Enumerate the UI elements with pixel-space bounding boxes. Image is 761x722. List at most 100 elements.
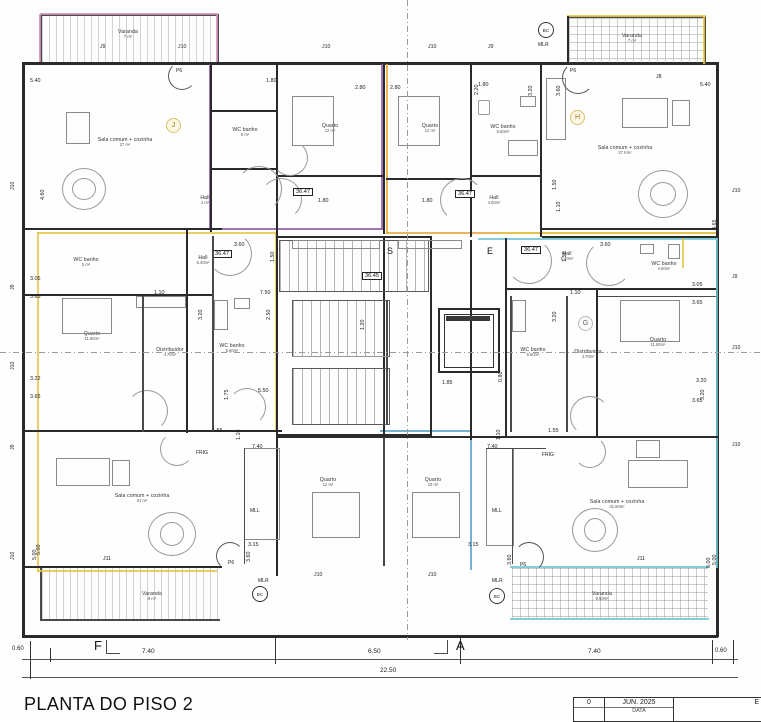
window-tag-top-j10-c: J10 [428, 44, 437, 50]
wall-h-left-bot [22, 566, 222, 568]
dim-right-320: 3.20 [696, 378, 707, 384]
marker-yellow-strip-b [682, 238, 684, 268]
room-label-name: Quarto [319, 477, 337, 483]
wall-top-band [22, 62, 222, 64]
room-top-right-varanda: Varanda 7 m² [622, 33, 642, 44]
room-label-name: Quarto [83, 331, 101, 337]
furniture-chairs-tl [72, 178, 96, 200]
furniture-kitchen-bl [244, 448, 280, 540]
furniture-chairs-bl [160, 522, 184, 546]
dim-c-360-right: 3.60 [600, 242, 611, 248]
dim-tick-3 [275, 638, 276, 664]
room-top-center-wc: WC banho 5.60m² [490, 124, 515, 135]
window-tag-top-j9-a: J9 [100, 44, 106, 50]
room-label-area: 10 m² [427, 482, 439, 488]
apartment-marker-g: G [578, 316, 593, 331]
dim-c-185: 1.85 [442, 380, 453, 386]
marker-cyan-right-h [478, 238, 718, 240]
wall-h-right-unit [542, 228, 716, 230]
balcony-top-left-edge-l [40, 14, 42, 64]
room-top-left-wc: WC banho 5 m² [232, 127, 258, 138]
dim-bottom-060-right: 0.60 [715, 648, 727, 654]
furniture-bed-tc-2 [398, 96, 440, 146]
furniture-sofa-br [628, 460, 688, 488]
room-label-name: Hall [200, 195, 210, 201]
elevation-stairs: 36.45 [362, 272, 382, 280]
room-label-area: 6.40m² [196, 260, 210, 266]
room-label-area: 31 m² [136, 498, 148, 504]
mlr-tag-top-right: MLR [538, 42, 549, 48]
dim-left-305: 3.05 [30, 276, 41, 282]
room-label-name: WC banho [232, 127, 258, 133]
wall-v-470 [470, 62, 472, 237]
dim-c-155-right: 1.55 [548, 428, 559, 434]
window-tag-right-j10-b: J10 [732, 345, 741, 351]
wall-ml-q-v [142, 296, 144, 432]
marker-cyan-balcony-br-b [510, 618, 709, 620]
dim-top-180-b: 1.80 [422, 198, 433, 204]
dim-left-322: 3.22 [30, 376, 41, 382]
apartment-letter: G [582, 320, 589, 327]
wall-mr-wc-v2 [566, 296, 568, 432]
dim-c-110-br: 1.10 [496, 429, 502, 441]
dim-c-155: 1.55 [212, 428, 223, 434]
wall-h-top-rooms [276, 175, 384, 177]
room-bottom-left-varanda: Varanda 8 m² [142, 591, 162, 602]
wall-br-kitchen-h [486, 448, 546, 450]
dim-c-320-right: 3.20 [552, 311, 558, 323]
revision-label [574, 707, 604, 708]
dim-c-750: 7.50 [260, 290, 271, 296]
room-label-area: 7 m² [627, 38, 637, 44]
room-mid-left-distribuidor: Distribuidor 4.70m² [156, 347, 184, 358]
dim-chain-line-1 [22, 659, 738, 660]
window-tag-bottom-j10-b: J10 [428, 572, 437, 578]
room-label-area: 5 m² [81, 262, 91, 268]
balcony-top-left-edge-r [217, 14, 219, 64]
furniture-table-bl [148, 512, 196, 556]
window-tag-top-j10-a: J10 [178, 44, 187, 50]
lift-shaft-right [498, 308, 500, 372]
stair-landing-edge [292, 356, 388, 357]
marker-blue-bottom-v [470, 380, 472, 570]
furniture-table-tr [638, 170, 688, 218]
room-bottom-right-varanda: Varanda 9.50m² [592, 591, 612, 602]
window-tag-top-j8: J8 [656, 74, 662, 80]
dim-left-365: 3.65 [30, 294, 41, 300]
room-label-area: 8 m² [147, 596, 157, 602]
fixture-wc-tc-toilet [478, 100, 490, 115]
window-tag-right-j9: J9 [732, 274, 738, 280]
room-label-name: WC banho [219, 343, 245, 349]
room-mid-right-quarto: Quarto 11.50m² [649, 337, 667, 348]
wall-h-tl-wc2 [212, 110, 276, 112]
room-label-area: 12 m² [322, 482, 334, 488]
furniture-sofa-bl-2 [112, 460, 130, 486]
dim-bottom-650: 6.50 [368, 648, 381, 655]
plan-caption: PLANTA DO PISO 2 [24, 694, 194, 714]
frig-tag-br: FRIG [542, 452, 554, 458]
lift-shaft-top [438, 308, 500, 310]
window-tag-top-j10-b: J10 [322, 44, 331, 50]
marker-yellow-balcony-tr-right [703, 16, 705, 64]
marker-purple-horizontal [210, 228, 383, 230]
stair-landing-top-left [292, 240, 380, 249]
dim-c-120: 1.20 [360, 319, 366, 331]
wall-v-567 [567, 16, 569, 64]
room-label-area: 7 m² [123, 34, 133, 40]
dim-c-550: 5.50 [258, 388, 269, 394]
marker-yellow-left-v [37, 232, 39, 572]
door-arc-ml-3 [228, 388, 266, 426]
room-label-name: Varanda [118, 29, 138, 35]
furniture-bed-ml [62, 298, 112, 334]
dim-top-v-150: 1.50 [552, 179, 558, 191]
room-bottom-right-sala: Sala comum + cozinha 31.60m² [590, 499, 645, 510]
bc-circle-bottom-right: BC [489, 588, 505, 604]
fixture-wc-ml-bath [214, 300, 228, 330]
door-arc-mr-2 [586, 240, 632, 286]
room-label-name: Distribuidor [156, 347, 184, 353]
dim-right-305: 3.05 [692, 282, 703, 288]
room-label-name: Quarto [649, 337, 667, 343]
window-tag-bottom-j10-a: J10 [314, 572, 323, 578]
room-label-area: 4.00m² [487, 200, 501, 206]
room-mid-left-quarto: Quarto 11.50m² [83, 331, 101, 342]
